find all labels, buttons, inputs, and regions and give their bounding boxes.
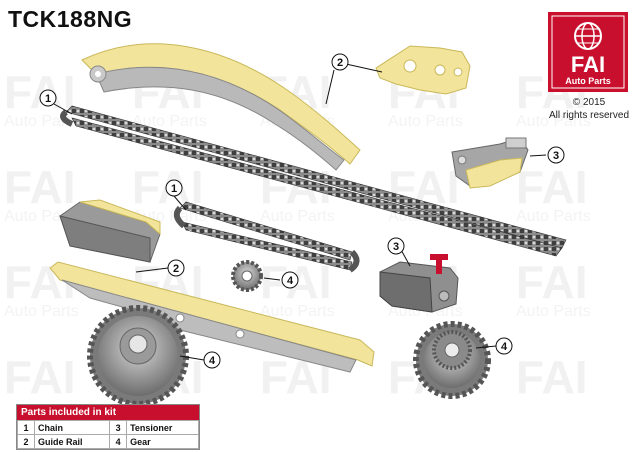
callout-1b: 1 (165, 179, 183, 197)
legend-row: 1 Chain 3 Tensioner (17, 420, 199, 435)
copyright: © 2015 All rights reserved (544, 96, 634, 122)
callout-1a-label: 1 (45, 93, 51, 105)
callout-1b-label: 1 (171, 183, 177, 195)
copyright-rights: All rights reserved (548, 110, 630, 121)
gear-small (231, 260, 263, 292)
callout-4b-label: 4 (209, 355, 216, 367)
logo-word: FAI (571, 52, 605, 77)
chain-long (60, 105, 567, 257)
chain-short (173, 201, 360, 273)
callout-3b: 3 (387, 237, 405, 255)
callout-2b-label: 2 (173, 263, 179, 275)
copyright-year: © 2015 (572, 97, 606, 108)
legend-row: 2 Guide Rail 4 Gear (17, 434, 199, 449)
guide-rail-curved (81, 43, 361, 171)
callout-3a-label: 3 (553, 150, 559, 162)
legend-heading: Parts included in kit (17, 405, 199, 420)
fai-logo: FAI Auto Parts (548, 12, 628, 92)
callout-4c: 4 (495, 337, 513, 355)
parts-legend: Parts included in kit 1 Chain 3 Tensione… (16, 404, 200, 450)
legend-number: 2 (17, 434, 35, 449)
callout-4c-label: 4 (501, 341, 508, 353)
legend-label: Chain (33, 420, 111, 435)
callout-2b: 2 (167, 259, 185, 277)
callout-4b: 4 (203, 351, 221, 369)
gear-large-left (87, 305, 189, 407)
callout-3b-label: 3 (393, 241, 399, 253)
callout-2a-label: 2 (337, 57, 343, 69)
guide-block-left (59, 199, 161, 263)
callout-1a: 1 (39, 89, 57, 107)
logo-tagline: Auto Parts (565, 76, 611, 86)
globe-icon (574, 22, 602, 50)
legend-number: 4 (109, 434, 128, 449)
legend-number: 3 (109, 420, 128, 435)
gear-large-right (413, 321, 491, 399)
callout-4a: 4 (281, 271, 299, 289)
legend-label: Gear (126, 434, 199, 449)
legend-label: Tensioner (126, 420, 199, 435)
tensioner-shoe (451, 137, 529, 189)
legend-label: Guide Rail (33, 434, 111, 449)
product-code: TCK188NG (8, 6, 133, 32)
guide-rail-small (375, 45, 471, 95)
callout-4a-label: 4 (287, 275, 294, 287)
legend-table: 1 Chain 3 Tensioner 2 Guide Rail 4 Gear (17, 420, 199, 449)
callout-3a: 3 (547, 146, 565, 164)
callout-2a: 2 (331, 53, 349, 71)
tensioner-hydraulic (379, 254, 459, 313)
legend-number: 1 (17, 420, 35, 435)
